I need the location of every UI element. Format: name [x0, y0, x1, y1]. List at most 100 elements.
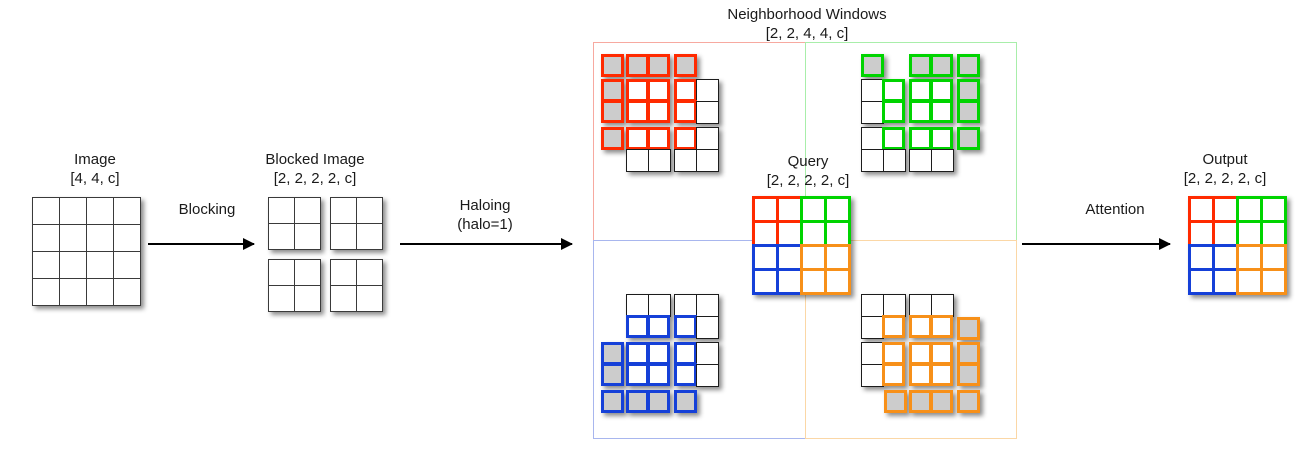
neighborhood-window-orange: [861, 294, 980, 413]
halo-group: [600, 78, 624, 123]
query-cell: [823, 267, 851, 295]
outside-cell: [882, 148, 906, 172]
output-cell: [1187, 243, 1215, 271]
blocked-image-label: Blocked Image [2, 2, 2, 2, c]: [245, 150, 385, 188]
halo-cell: [673, 100, 697, 123]
outside-cell: [695, 315, 719, 339]
image-grid: [32, 197, 141, 306]
halo-cell: [625, 126, 649, 150]
outside-cell: [861, 315, 885, 339]
output-block-red: [1187, 195, 1239, 247]
output-shape-text: [2, 2, 2, 2, c]: [1183, 170, 1267, 187]
halo-group: [956, 389, 980, 413]
outside-cell: [695, 127, 719, 151]
attention-arrow-label: Attention: [1050, 200, 1180, 219]
outside-cell: [695, 100, 719, 124]
halo-cell-pad: [860, 53, 884, 77]
halo-group: [625, 53, 670, 77]
query-block-orange: [799, 243, 851, 295]
halo-group: [908, 126, 954, 172]
halo-group: [861, 341, 905, 387]
output-block-green: [1235, 195, 1287, 247]
query-block-green: [799, 195, 851, 247]
query-cell: [930, 341, 953, 365]
outside-cell: [647, 294, 671, 318]
query-shape-text: [2, 2, 2, 2, c]: [766, 172, 850, 189]
halo-cell: [908, 315, 932, 338]
halo-cell: [647, 126, 670, 150]
halo-group: [625, 294, 671, 338]
query-cell: [775, 243, 803, 271]
query-cell: [775, 219, 803, 247]
output-cell: [1211, 267, 1239, 295]
blocked-image-grid: [268, 197, 383, 312]
halo-cell: [882, 341, 905, 365]
halo-cell-pad: [956, 363, 980, 386]
outside-cell: [861, 127, 885, 151]
output-block-blue: [1187, 243, 1239, 295]
output-cell: [1259, 243, 1287, 271]
halo-group: [625, 389, 670, 413]
neighborhood-window-green: [860, 53, 980, 172]
halo-cell-pad: [956, 316, 980, 340]
attention-label-text: Attention: [1085, 201, 1145, 218]
output-cell: [1211, 243, 1239, 271]
output-cell: [1235, 219, 1263, 247]
query-cell: [908, 363, 932, 386]
halo-cell-pad: [956, 126, 980, 150]
halo-cell: [930, 315, 953, 338]
query-label: Query [2, 2, 2, 2, c]: [748, 152, 868, 190]
halo-group: [673, 341, 719, 387]
blocking-arrow-label: Blocking: [147, 200, 267, 219]
halo-cell: [882, 315, 905, 338]
halo-cell-pad: [625, 389, 649, 413]
output-cell: [1259, 267, 1287, 295]
halo-cell-pad: [908, 389, 932, 413]
outside-cell: [674, 148, 698, 172]
query-cell: [625, 78, 649, 102]
output-cell: [1211, 219, 1239, 247]
output-cell: [1259, 195, 1287, 223]
halo-cell-pad: [600, 126, 624, 150]
halo-cell-pad: [647, 53, 670, 77]
halo-cell: [882, 100, 905, 123]
halo-cell-pad: [930, 53, 953, 77]
halo-group: [861, 126, 906, 172]
neighborhood-windows-shape-text: [2, 2, 4, 4, c]: [765, 25, 849, 42]
blocked-image-shape-text: [2, 2, 2, 2, c]: [273, 170, 357, 187]
halo-cell-pad: [956, 341, 980, 365]
halo-cell: [882, 78, 905, 102]
halo-cell-pad: [883, 389, 907, 413]
halo-cell: [908, 126, 932, 150]
query-cell: [930, 363, 953, 386]
halo-group: [956, 78, 980, 123]
output-cell: [1187, 195, 1215, 223]
outside-cell: [647, 148, 671, 172]
query-cell: [751, 243, 779, 271]
halo-cell: [673, 341, 697, 365]
query-cell: [751, 195, 779, 223]
query-cell: [647, 78, 670, 102]
query-cell: [647, 363, 670, 386]
halo-cell: [673, 315, 697, 338]
output-cell: [1187, 267, 1215, 295]
haloing-label-text: Haloing: [459, 197, 511, 214]
blocked-image-label-text: Blocked Image: [265, 151, 365, 168]
query-blocks: [751, 195, 851, 295]
outside-cell: [695, 79, 719, 103]
halo-cell-pad: [673, 389, 697, 413]
query-cell: [823, 243, 851, 271]
outside-cell: [882, 294, 906, 318]
halo-cell: [673, 363, 697, 386]
output-label-text: Output: [1202, 151, 1248, 168]
outside-cell: [674, 294, 698, 318]
halo-group: [673, 126, 719, 172]
query-cell: [647, 341, 670, 365]
halo-group: [600, 126, 624, 171]
blocked-image-block: [268, 259, 321, 312]
halo-cell: [673, 78, 697, 102]
halo-group: [600, 341, 624, 386]
halo-cell-pad: [600, 363, 624, 386]
query-cell: [751, 219, 779, 247]
halo-group: [861, 78, 905, 124]
